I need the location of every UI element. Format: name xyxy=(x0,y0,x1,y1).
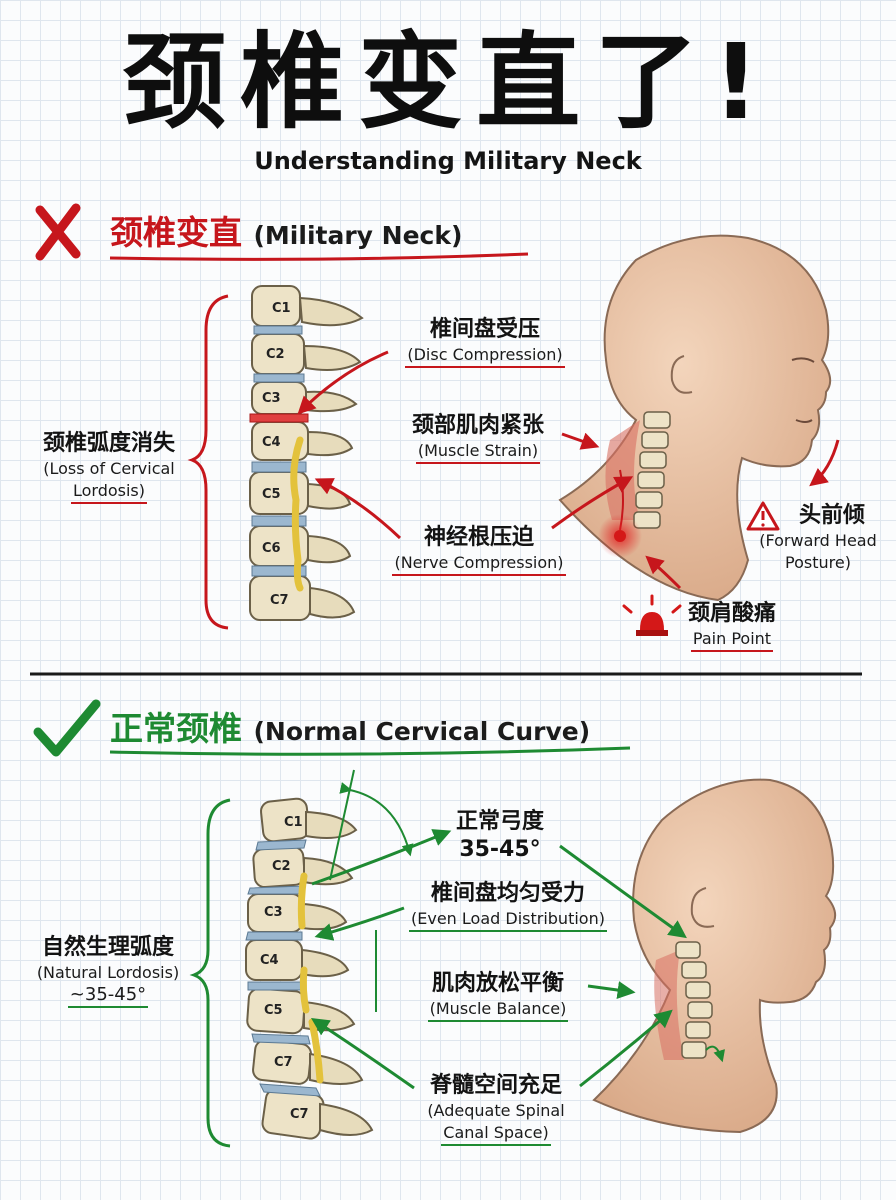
warning-icon xyxy=(746,501,780,531)
forward-head-zh: 头前倾 xyxy=(798,503,865,528)
brace-normal xyxy=(189,798,231,1148)
arrow-muscle xyxy=(561,432,600,450)
section-title-military: 颈椎变直 (Military Neck) xyxy=(110,212,462,254)
natural-lordosis-label: 自然生理弧度 (Natural Lordosis) ~35-45° xyxy=(22,934,194,1008)
normal-angle-value: 35-45° xyxy=(459,837,541,862)
muscle-strain-label: 颈部肌肉紧张 (Muscle Strain) xyxy=(392,412,564,464)
natural-lordosis-range: ~35-45° xyxy=(67,984,149,1008)
arrow-angle xyxy=(311,829,452,886)
disc-compression-en: (Disc Compression) xyxy=(405,344,565,368)
muscle-balance-zh: 肌肉放松平衡 xyxy=(431,971,564,996)
arrow-forward-head xyxy=(809,439,840,487)
normal-angle-zh: 正常弓度 xyxy=(455,809,544,834)
vertebra-label: C2 xyxy=(266,347,285,362)
vertebra-label: C1 xyxy=(284,815,303,830)
head-normal-posture xyxy=(592,778,837,1134)
pain-point-zh: 颈肩酸痛 xyxy=(687,601,776,626)
loss-lordosis-en: (Loss of Cervical xyxy=(43,459,175,478)
section-title-zh: 正常颈椎 xyxy=(110,709,242,748)
arrow-disc xyxy=(297,350,389,415)
vertebra-label: C5 xyxy=(262,487,281,502)
muscle-balance-en: (Muscle Balance) xyxy=(427,998,569,1022)
forward-head-en: (Forward Head xyxy=(759,531,877,550)
vertebra-label: C4 xyxy=(262,435,281,450)
section-title-zh: 颈椎变直 xyxy=(110,213,242,252)
heading-underline-red xyxy=(109,252,529,261)
section-title-normal: 正常颈椎 (Normal Cervical Curve) xyxy=(110,708,590,750)
muscle-strain-zh: 颈部肌肉紧张 xyxy=(411,413,544,438)
forward-head-en-2: Posture) xyxy=(785,553,851,572)
page-title: 颈椎变直了! xyxy=(122,21,774,143)
vertebra-label: C4 xyxy=(260,953,279,968)
even-load-en: (Even Load Distribution) xyxy=(409,908,607,932)
angle-indicator xyxy=(329,769,414,1012)
vertebra-label: C7 xyxy=(290,1107,309,1122)
arrow-pain xyxy=(645,555,682,590)
brace-military xyxy=(187,294,229,630)
vertebra-label: C2 xyxy=(272,859,291,874)
arrow-muscle-balance xyxy=(587,981,636,999)
arrow-even-load xyxy=(314,906,405,941)
vertebra-label: C7 xyxy=(270,593,289,608)
nerve-compression-label: 神经根压迫 (Nerve Compression) xyxy=(380,524,578,576)
muscle-strain-en: (Muscle Strain) xyxy=(415,440,541,464)
spinal-canal-zh: 脊髓空间充足 xyxy=(429,1073,562,1098)
vertebra-label: C1 xyxy=(272,301,291,316)
natural-lordosis-en: (Natural Lordosis) xyxy=(36,963,180,982)
section-title-en: (Normal Cervical Curve) xyxy=(253,717,591,746)
head-forward-posture xyxy=(558,234,832,602)
vertebra-label: C3 xyxy=(264,905,283,920)
arrow-canal-right xyxy=(579,1009,673,1088)
spinal-canal-en-2: Canal Space) xyxy=(441,1122,551,1146)
loss-lordosis-label: 颈椎弧度消失 (Loss of Cervical Lordosis) xyxy=(24,430,194,504)
pain-point-label: 颈肩酸痛 Pain Point xyxy=(670,600,794,652)
pain-point-en: Pain Point xyxy=(690,628,774,652)
spine-normal xyxy=(245,797,374,1140)
cross-icon xyxy=(35,203,81,261)
disc-compression-zh: 椎间盘受压 xyxy=(429,317,540,342)
nerve-compression-en: (Nerve Compression) xyxy=(392,552,566,576)
spinal-canal-label: 脊髓空间充足 (Adequate Spinal Canal Space) xyxy=(408,1072,584,1146)
checkmark-icon xyxy=(33,699,101,757)
vertebra-label: C5 xyxy=(264,1003,283,1018)
normal-angle-label: 正常弓度 35-45° xyxy=(440,808,560,864)
vertebra-label: C6 xyxy=(262,541,281,556)
natural-lordosis-zh: 自然生理弧度 xyxy=(41,935,174,960)
disc-compression-label: 椎间盘受压 (Disc Compression) xyxy=(390,316,580,368)
vertebra-label: C7 xyxy=(274,1055,293,1070)
muscle-balance-label: 肌肉放松平衡 (Muscle Balance) xyxy=(410,970,586,1022)
even-load-label: 椎间盘均匀受力 (Even Load Distribution) xyxy=(398,880,618,932)
loss-lordosis-en-2: Lordosis) xyxy=(70,480,148,504)
vertebra-label: C3 xyxy=(262,391,281,406)
spinal-canal-en: (Adequate Spinal xyxy=(427,1101,565,1120)
section-title-en: (Military Neck) xyxy=(253,221,463,250)
arrow-nerve-left xyxy=(314,478,402,540)
arrow-nerve-right xyxy=(551,476,634,530)
forward-head-label: 头前倾 (Forward Head Posture) xyxy=(748,502,888,574)
loss-lordosis-zh: 颈椎弧度消失 xyxy=(42,431,175,456)
nerve-compression-zh: 神经根压迫 xyxy=(423,525,534,550)
heading-underline-green xyxy=(109,746,631,756)
alarm-icon xyxy=(622,594,682,636)
even-load-zh: 椎间盘均匀受力 xyxy=(430,881,585,906)
page-subtitle: Understanding Military Neck xyxy=(254,147,642,175)
spine-military xyxy=(249,285,364,621)
arrow-canal-left xyxy=(310,1018,415,1090)
arrow-angle-head xyxy=(559,844,687,939)
